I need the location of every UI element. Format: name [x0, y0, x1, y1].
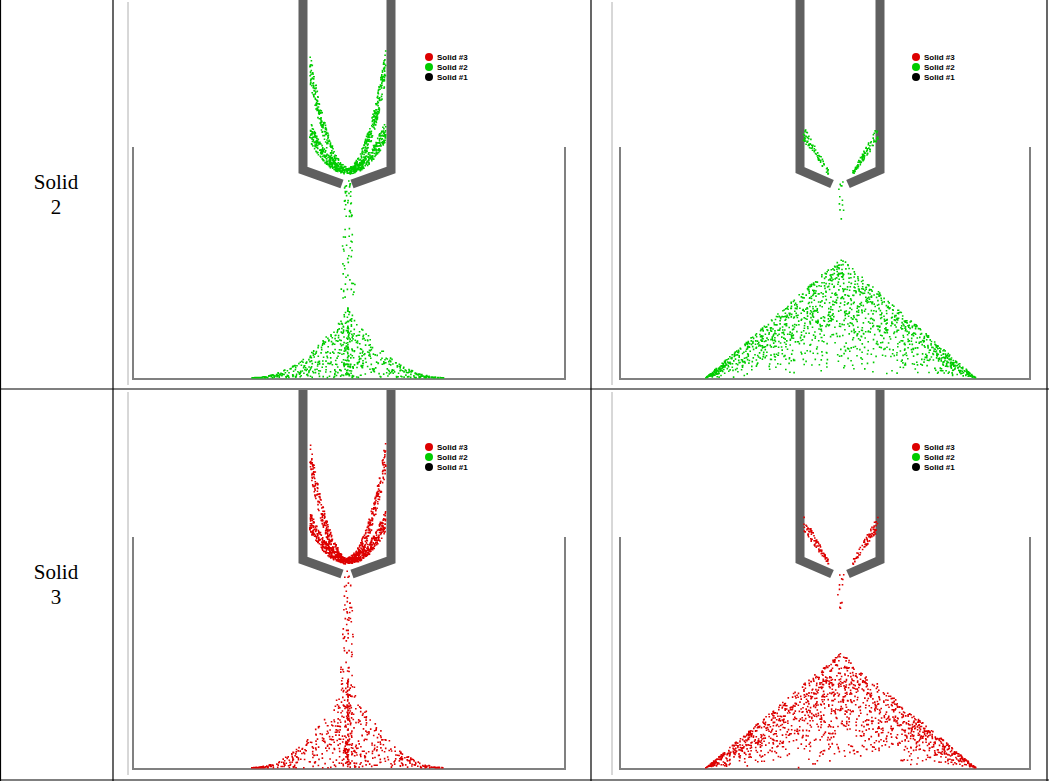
- simulation-panel: [612, 0, 1030, 385]
- legend-text: Solid #1: [924, 463, 955, 472]
- simulation-panel: [128, 390, 565, 775]
- legend-entry: Solid #3: [912, 442, 955, 452]
- legend-entry: Solid #3: [425, 442, 468, 452]
- legend-text: Solid #1: [437, 463, 468, 472]
- image-frame: [612, 2, 613, 385]
- legend-swatch: [425, 63, 433, 71]
- legend-entry: Solid #3: [425, 52, 468, 62]
- image-frame: [128, 2, 129, 385]
- legend-entry: Solid #2: [425, 62, 468, 72]
- image-frame: [128, 392, 129, 775]
- legend-text: Solid #3: [437, 443, 468, 452]
- legend-entry: Solid #1: [912, 462, 955, 472]
- legend-swatch: [912, 443, 920, 451]
- legend-entry: Solid #1: [912, 72, 955, 82]
- legend-text: Solid #1: [437, 73, 468, 82]
- legend-entry: Solid #3: [912, 52, 955, 62]
- legend-swatch: [912, 53, 920, 61]
- legend: Solid #3Solid #2Solid #1: [912, 52, 955, 82]
- legend-entry: Solid #1: [425, 72, 468, 82]
- legend-text: Solid #2: [437, 453, 468, 462]
- legend-entry: Solid #2: [425, 452, 468, 462]
- row-label: Solid 3: [30, 560, 82, 610]
- legend-entry: Solid #1: [425, 462, 468, 472]
- legend-text: Solid #1: [924, 73, 955, 82]
- particles: [251, 443, 444, 769]
- legend-entry: Solid #2: [912, 452, 955, 462]
- legend-swatch: [425, 73, 433, 81]
- collection-bin: [133, 537, 565, 769]
- hopper-wall: [800, 0, 832, 184]
- simulation-panel: [612, 390, 1030, 775]
- simulation-panel: [128, 0, 565, 385]
- legend-entry: Solid #2: [912, 62, 955, 72]
- legend-text: Solid #2: [924, 453, 955, 462]
- legend-text: Solid #3: [437, 53, 468, 62]
- particles: [705, 517, 977, 769]
- hopper-wall: [800, 390, 832, 574]
- legend-swatch: [912, 63, 920, 71]
- legend: Solid #3Solid #2Solid #1: [425, 442, 468, 472]
- legend-swatch: [425, 53, 433, 61]
- row-label: Solid 2: [30, 170, 82, 220]
- particles: [705, 129, 976, 378]
- particles: [251, 50, 444, 378]
- legend-swatch: [425, 453, 433, 461]
- legend-swatch: [912, 453, 920, 461]
- legend-text: Solid #2: [924, 63, 955, 72]
- image-frame: [612, 392, 613, 775]
- legend-swatch: [425, 463, 433, 471]
- legend-text: Solid #3: [924, 53, 955, 62]
- legend-text: Solid #2: [437, 63, 468, 72]
- legend-swatch: [912, 73, 920, 81]
- legend-swatch: [912, 463, 920, 471]
- legend: Solid #3Solid #2Solid #1: [912, 442, 955, 472]
- legend-text: Solid #3: [924, 443, 955, 452]
- legend-swatch: [425, 443, 433, 451]
- legend: Solid #3Solid #2Solid #1: [425, 52, 468, 82]
